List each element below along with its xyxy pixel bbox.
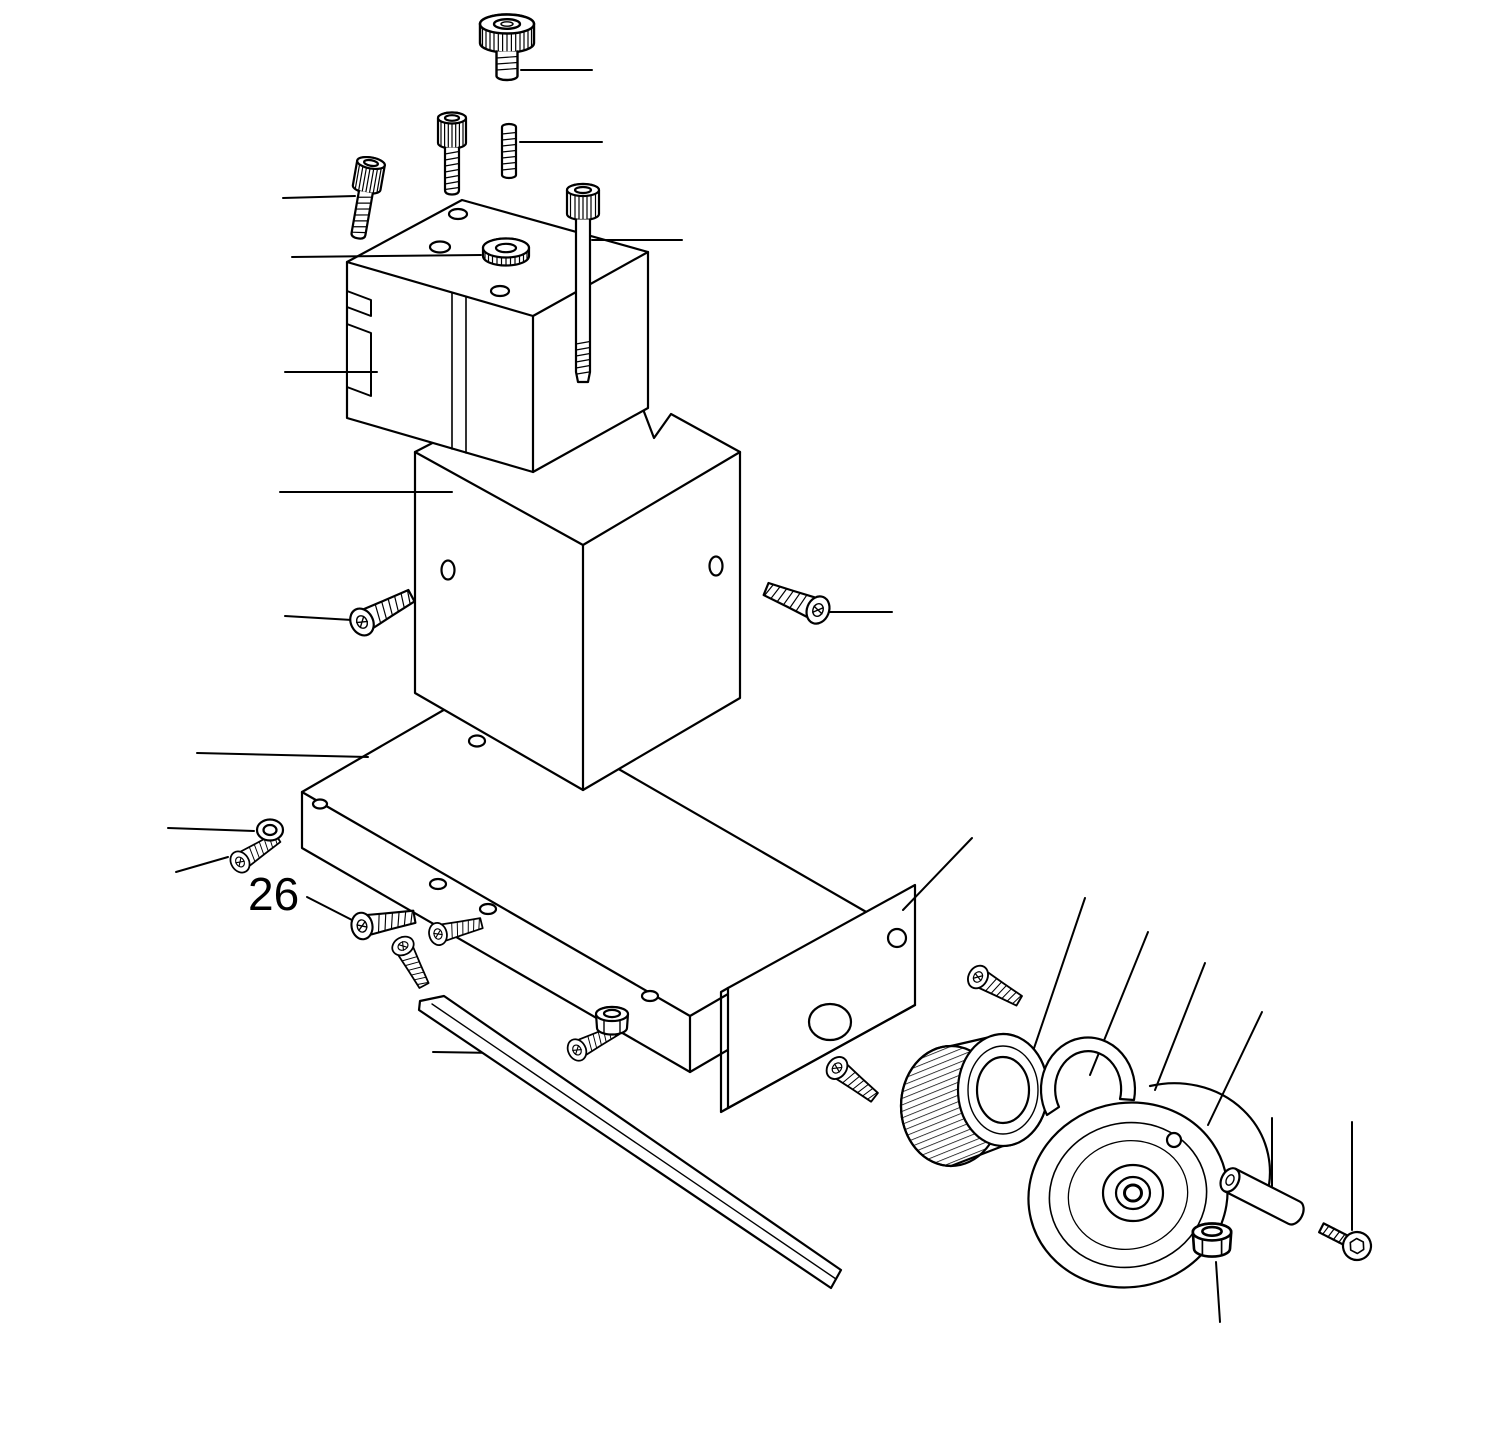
leader-line [1207,1011,1263,1126]
leader-line [1029,897,1086,1061]
mount-screw [963,961,1027,1013]
angled-cap-screw [342,154,387,242]
leader-line [1215,1261,1221,1323]
clamp-block [345,198,650,474]
washer [255,818,285,842]
leader-line [291,254,482,258]
hex-plug [1191,1222,1233,1258]
leader-line [167,827,255,832]
pivot-pin [1219,1167,1305,1226]
mount-plate [719,883,917,1114]
leader-line [284,615,353,621]
socket-cap-screw [436,111,468,196]
callout-26: 26 [248,868,299,920]
side-screw-left [344,582,420,641]
leader-line [1154,962,1206,1091]
leader-line [902,837,973,911]
toothed-pulley [899,1032,1050,1168]
set-screw [500,122,518,180]
pulley-wheel [1027,1082,1271,1289]
knurled-knob [481,237,531,267]
leader-line [306,896,353,921]
cluster-screw-3 [388,932,435,992]
leader-line [175,856,229,873]
leader-line [196,752,369,758]
drive-belt [1039,1036,1137,1117]
pump-body [413,363,742,792]
hex-nut [594,1005,630,1036]
wiper-blade [417,994,843,1290]
socket-screw-small [1317,1222,1373,1262]
leader-line [282,195,356,199]
side-screw-right [759,574,835,629]
plate-screw [821,1051,883,1108]
leader-lines [167,69,1353,1323]
long-cap-screw [565,182,601,384]
